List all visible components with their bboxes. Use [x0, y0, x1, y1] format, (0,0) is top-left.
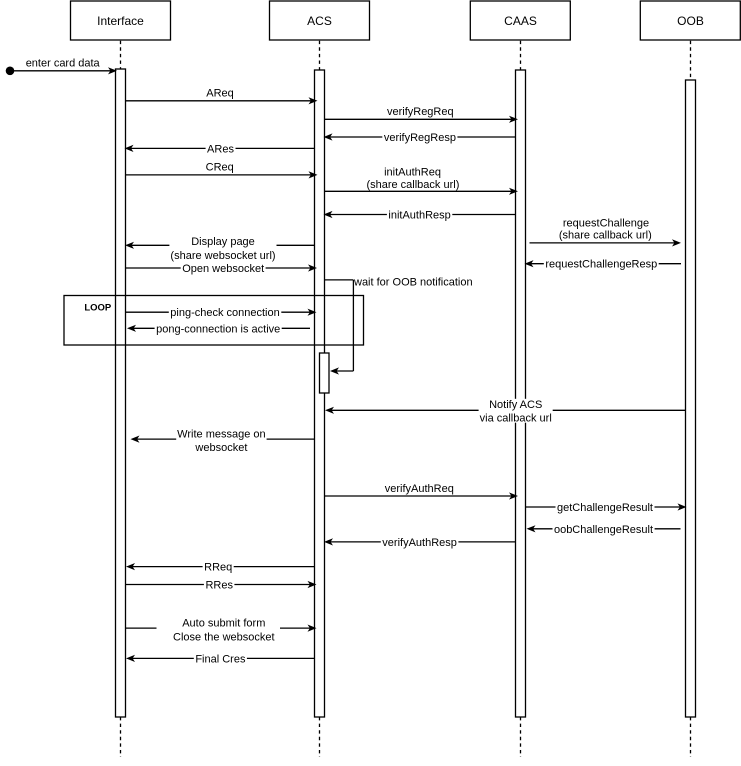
svg-text:Final Cres: Final Cres — [195, 653, 246, 665]
svg-text:Close the websocket: Close the websocket — [173, 632, 275, 644]
svg-text:getChallengeResult: getChallengeResult — [557, 502, 653, 514]
svg-text:Auto submit form: Auto submit form — [182, 617, 265, 629]
svg-text:OOB: OOB — [677, 14, 704, 28]
svg-text:Display page: Display page — [191, 236, 255, 248]
svg-text:ARes: ARes — [207, 143, 234, 155]
svg-text:CReq: CReq — [206, 162, 234, 174]
svg-text:verifyAuthReq: verifyAuthReq — [385, 483, 454, 495]
svg-text:oobChallengeResult: oobChallengeResult — [554, 524, 653, 536]
svg-text:initAuthResp: initAuthResp — [388, 210, 450, 222]
svg-text:wait for OOB notification: wait for OOB notification — [353, 277, 473, 289]
svg-text:Open websocket: Open websocket — [182, 263, 264, 275]
svg-text:Write message on: Write message on — [177, 429, 265, 441]
svg-text:requestChallenge: requestChallenge — [563, 218, 649, 230]
svg-text:pong-connection is active: pong-connection is active — [156, 323, 280, 335]
svg-text:enter card data: enter card data — [26, 57, 101, 69]
svg-text:RRes: RRes — [205, 580, 233, 592]
svg-text:websocket: websocket — [194, 442, 247, 454]
svg-text:CAAS: CAAS — [504, 14, 537, 28]
svg-text:Interface: Interface — [97, 14, 144, 28]
svg-text:requestChallengeResp: requestChallengeResp — [545, 259, 657, 271]
svg-text:RReq: RReq — [204, 562, 232, 574]
svg-text:verifyRegResp: verifyRegResp — [384, 132, 456, 144]
svg-text:verifyAuthResp: verifyAuthResp — [382, 537, 457, 549]
svg-text:(share callback url): (share callback url) — [559, 230, 652, 242]
svg-text:Notify ACS: Notify ACS — [489, 399, 542, 411]
svg-text:ACS: ACS — [307, 14, 332, 28]
svg-text:(share callback url): (share callback url) — [366, 179, 459, 191]
svg-text:verifyRegReq: verifyRegReq — [387, 106, 454, 118]
svg-text:(share websocket url): (share websocket url) — [170, 250, 275, 262]
svg-text:initAuthReq: initAuthReq — [384, 167, 441, 179]
svg-text:via callback url: via callback url — [480, 413, 552, 425]
svg-text:LOOP: LOOP — [84, 302, 112, 313]
svg-text:ping-check connection: ping-check connection — [170, 307, 279, 319]
svg-text:AReq: AReq — [206, 87, 234, 99]
